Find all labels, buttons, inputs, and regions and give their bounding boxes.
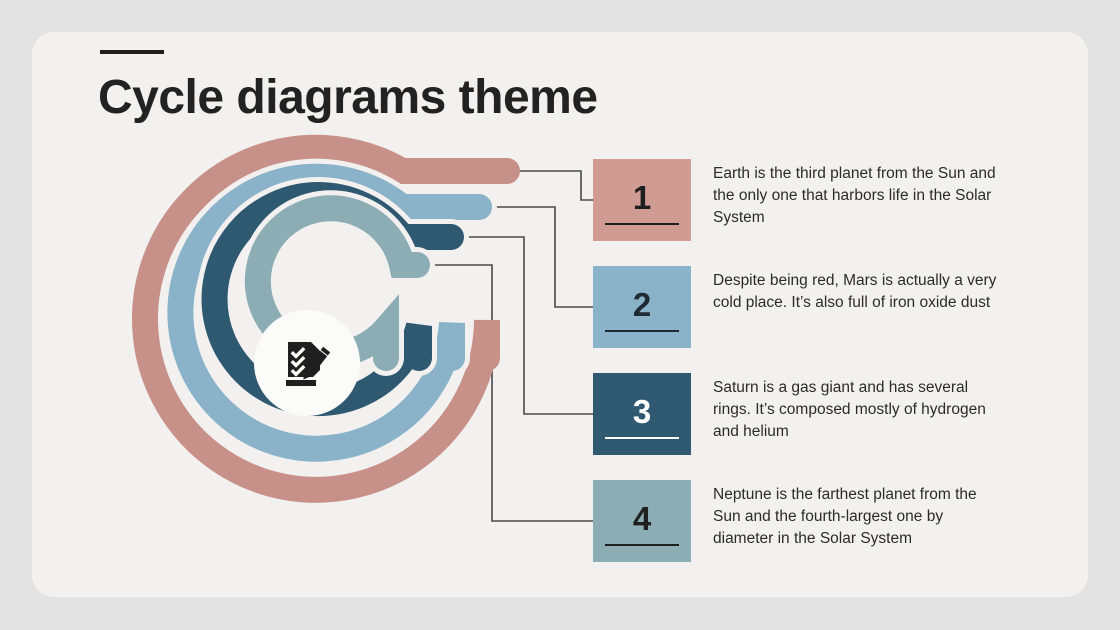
item-rule-2 — [605, 330, 679, 332]
center-circle — [254, 310, 360, 416]
cycle-item-2[interactable]: 2 Despite being red, Mars is actually a … — [593, 266, 1005, 348]
item-rule-4 — [605, 544, 679, 546]
cycle-arc-2 — [162, 158, 497, 467]
item-text-1: Earth is the third planet from the Sun a… — [713, 165, 996, 226]
item-rule-1 — [605, 223, 679, 225]
cycle-arc-4 — [239, 190, 435, 376]
connector-line-2 — [479, 206, 593, 308]
item-number-2: 2 — [632, 285, 652, 323]
page-title: Cycle diagrams theme — [98, 71, 598, 124]
item-number-box-3: 3 — [593, 373, 691, 455]
item-number-3: 3 — [632, 392, 652, 430]
item-rule-3 — [605, 437, 679, 439]
item-number-1: 1 — [632, 178, 652, 216]
cycle-item-1[interactable]: 1 Earth is the third planet from the Sun… — [593, 159, 1005, 241]
item-number-box-2: 2 — [593, 266, 691, 348]
item-text-2: Despite being red, Mars is actually a ve… — [713, 272, 997, 311]
item-number-box-1: 1 — [593, 159, 691, 241]
title-accent-bar — [100, 50, 164, 54]
item-number-box-4: 4 — [593, 480, 691, 562]
connector-line-1 — [507, 170, 593, 201]
cycle-arc-3 — [196, 177, 469, 422]
item-text-3: Saturn is a gas giant and has several ri… — [713, 379, 986, 440]
slide-card: Cycle diagrams theme — [32, 32, 1088, 597]
connector-line-4 — [417, 264, 593, 522]
item-text-4: Neptune is the farthest planet from the … — [713, 486, 977, 547]
cycle-item-4[interactable]: 4 Neptune is the farthest planet from th… — [593, 480, 1005, 562]
checklist-clipboard-pencil-icon — [286, 342, 331, 386]
connector-line-3 — [451, 236, 593, 415]
cycle-item-3[interactable]: 3 Saturn is a gas giant and has several … — [593, 373, 1005, 455]
item-number-4: 4 — [632, 499, 652, 537]
cycle-arc-1 — [132, 134, 520, 503]
